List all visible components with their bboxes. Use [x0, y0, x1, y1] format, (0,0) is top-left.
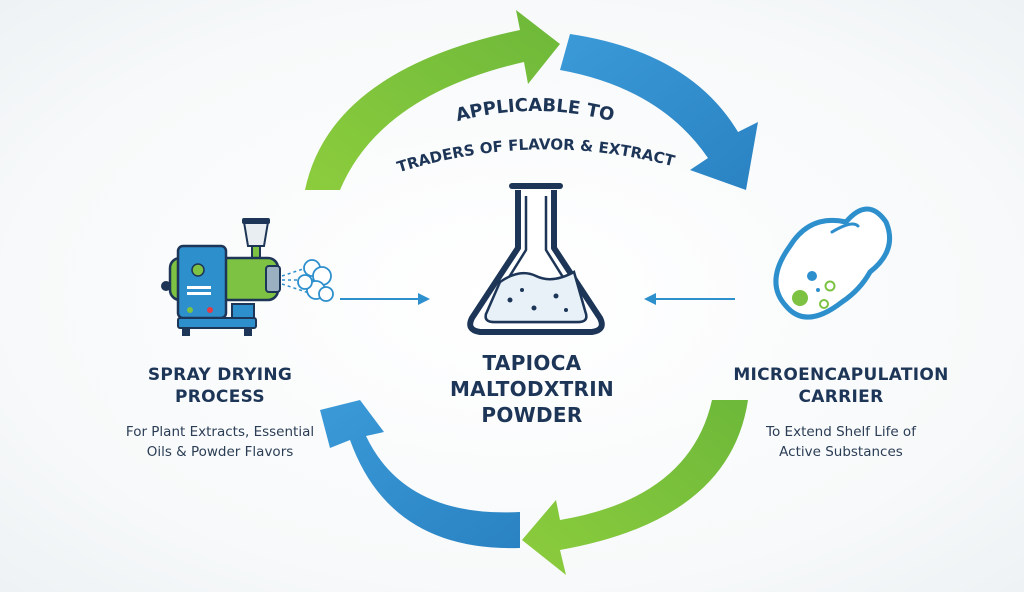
center-product-label: TAPIOCA MALTODXTRIN POWDER: [432, 350, 632, 428]
spray-drying-desc-line1: For Plant Extracts, Essential: [125, 424, 315, 440]
spray-dryer-icon: [161, 218, 334, 336]
microencapsulation-title-line2: CARRIER: [798, 387, 884, 407]
microencapsulation-desc-line1: To Extend Shelf Life of: [766, 424, 916, 440]
cycle-arrow-top-right: [560, 34, 758, 190]
cycle-arrow-top-left: [305, 10, 560, 190]
cycle-arrow-bottom-left: [320, 400, 520, 549]
spray-drying-title-line2: PROCESS: [175, 387, 265, 407]
center-title-line3: POWDER: [481, 403, 583, 427]
microencapsulation-title-line1: MICROENCAPULATION: [733, 365, 949, 385]
capsule-icon: [773, 206, 892, 320]
arrow-left-to-center: [340, 293, 430, 305]
spray-drying-label: SPRAY DRYING PROCESS For Plant Extracts,…: [110, 364, 330, 462]
microencapsulation-desc-line2: Active Substances: [779, 444, 903, 460]
cycle-arrow-bottom-right: [522, 400, 748, 575]
cycle-caption-line2: TRADERS OF FLAVOR & EXTRACT: [395, 135, 678, 176]
center-title-line1: TAPIOCA: [482, 351, 582, 375]
spray-drying-desc-line2: Oils & Powder Flavors: [146, 444, 294, 460]
center-title-line2: MALTODXTRIN: [449, 377, 614, 401]
flask-icon: [467, 183, 605, 335]
spray-drying-title-line1: SPRAY DRYING: [147, 365, 293, 385]
cycle-caption-line1: APPLICABLE TO: [454, 95, 617, 126]
arrow-right-to-center: [644, 293, 735, 305]
microencapsulation-label: MICROENCAPULATION CARRIER To Extend Shel…: [716, 364, 966, 462]
